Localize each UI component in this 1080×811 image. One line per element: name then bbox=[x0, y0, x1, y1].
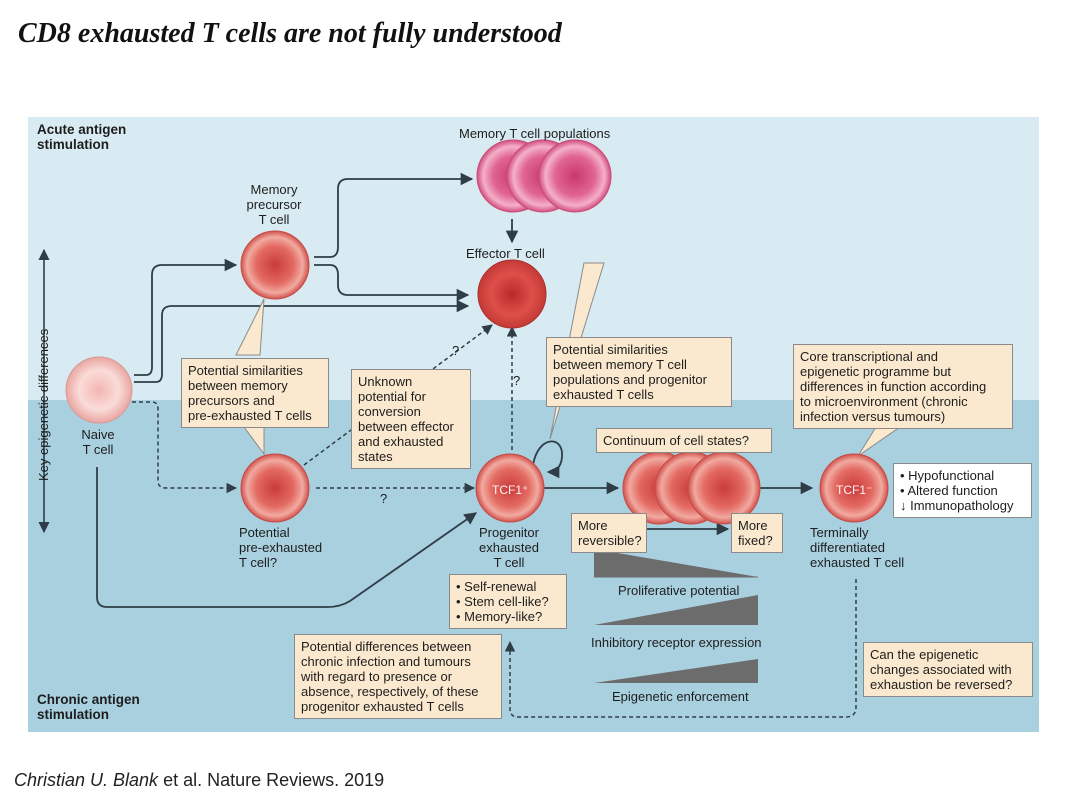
memory-populations-label: Memory T cell populations bbox=[459, 126, 611, 141]
callout-more-reversible: More reversible? bbox=[571, 513, 647, 553]
arrow-precursor-to-effector bbox=[314, 264, 470, 302]
arrow-naive-to-memory-precursor bbox=[134, 258, 238, 376]
epigenetic-enforcement-label: Epigenetic enforcement bbox=[612, 689, 749, 704]
tcf1-negative-label: TCF1⁻ bbox=[836, 483, 873, 497]
memory-precursor-label: Memory precursor T cell bbox=[246, 182, 302, 227]
question-mark: ? bbox=[452, 343, 460, 358]
naive-label: Naive T cell bbox=[81, 427, 115, 457]
effector-label: Effector T cell bbox=[466, 246, 545, 261]
terminal-label: Terminally differentiated exhausted T ce… bbox=[810, 525, 905, 570]
dashed-reversal-loop bbox=[504, 579, 857, 718]
inhibitory-wedge bbox=[594, 595, 758, 625]
progenitor-features-box: • Self-renewal • Stem cell-like? • Memor… bbox=[449, 574, 567, 629]
citation-source: et al. Nature Reviews. 2019 bbox=[158, 770, 385, 790]
callout-memory-similarities: Potential similarities between memory pr… bbox=[181, 358, 329, 428]
continuum-cells bbox=[622, 451, 761, 525]
epigenetic-wedge bbox=[594, 659, 758, 683]
arrow-naive-to-progenitor bbox=[96, 467, 478, 608]
callout-epigenetic-reversed: Can the epigenetic changes associated wi… bbox=[863, 642, 1033, 697]
pre-exhausted-label: Potential pre-exhausted T cell? bbox=[239, 525, 323, 570]
memory-precursor-cell bbox=[240, 230, 310, 300]
arrow-precursor-to-memory bbox=[314, 172, 474, 258]
pointer-similarities-down bbox=[243, 426, 265, 456]
progenitor-label: Progenitor exhausted T cell bbox=[479, 525, 539, 570]
epigenetic-axis-label: Key epigenetic differences bbox=[36, 328, 51, 481]
callout-unknown-potential: Unknown potential for conversion between… bbox=[351, 369, 471, 469]
citation: Christian U. Blank et al. Nature Reviews… bbox=[14, 770, 384, 791]
proliferative-potential-label: Proliferative potential bbox=[618, 583, 740, 598]
dashed-naive-to-pre-exhausted bbox=[132, 401, 238, 494]
inhibitory-receptor-label: Inhibitory receptor expression bbox=[591, 635, 762, 650]
memory-cell bbox=[538, 139, 612, 213]
progenitor-cell bbox=[475, 453, 545, 523]
diagram-figure: Acute antigen stimulation Chronic antige… bbox=[28, 117, 1039, 732]
proliferative-wedge bbox=[594, 549, 758, 577]
pointer-similarities-up bbox=[235, 298, 265, 356]
naive-cell bbox=[65, 356, 133, 424]
callout-progenitor-similarities: Potential similarities between memory T … bbox=[546, 337, 732, 407]
terminal-features-box: • Hypofunctional • Altered function ↓ Im… bbox=[893, 463, 1032, 518]
effector-cell bbox=[477, 259, 547, 329]
slide-title: CD8 exhausted T cells are not fully unde… bbox=[18, 18, 562, 49]
acute-stimulation-label: Acute antigen stimulation bbox=[37, 122, 127, 152]
pointer-core-programme bbox=[857, 426, 902, 457]
self-renewal-loop bbox=[532, 440, 563, 479]
callout-chronic-differences: Potential differences between chronic in… bbox=[294, 634, 502, 719]
memory-population-cells bbox=[476, 139, 612, 213]
arrow-naive-to-effector bbox=[134, 299, 470, 383]
pre-exhausted-cell bbox=[240, 453, 310, 523]
terminal-cell bbox=[819, 453, 889, 523]
callout-continuum: Continuum of cell states? bbox=[596, 428, 772, 453]
callout-core-programme: Core transcriptional and epigenetic prog… bbox=[793, 344, 1013, 429]
tcf1-positive-label: TCF1⁺ bbox=[492, 483, 529, 497]
question-mark: ? bbox=[380, 491, 388, 506]
chronic-stimulation-label: Chronic antigen stimulation bbox=[37, 692, 140, 722]
question-mark: ? bbox=[513, 373, 521, 388]
callout-more-fixed: More fixed? bbox=[731, 513, 783, 553]
citation-authors: Christian U. Blank bbox=[14, 770, 159, 790]
